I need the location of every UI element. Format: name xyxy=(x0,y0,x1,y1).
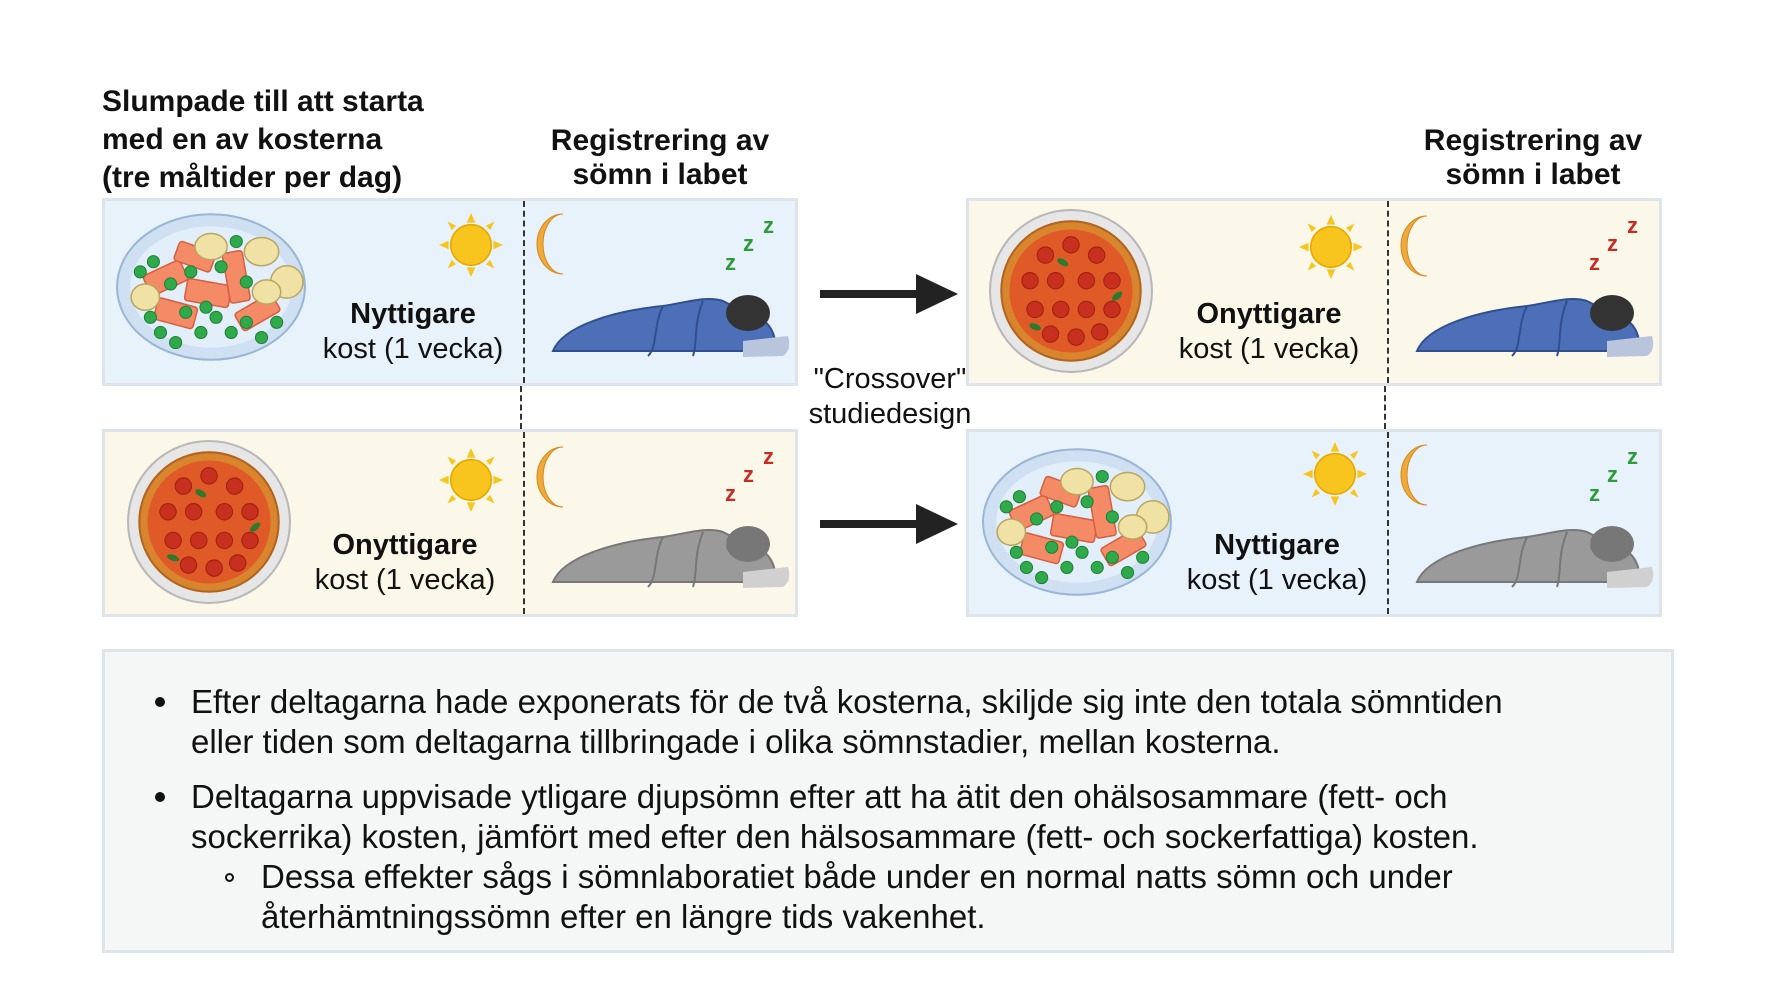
zzz-icon: z z z xyxy=(725,215,774,275)
findings-box: Efter deltagarna hade exponerats för de … xyxy=(102,649,1674,953)
finding-line: eller tiden som deltagarna tillbringade … xyxy=(191,723,1281,760)
arrow-right-icon xyxy=(820,504,958,544)
diet-label: Nyttigare kost (1 vecka) xyxy=(313,297,513,367)
heading-line: Registrering av xyxy=(1423,124,1643,157)
diet-label: Onyttigare kost (1 vecka) xyxy=(1169,297,1369,367)
pizza-icon xyxy=(989,209,1153,373)
panel-bottom-right: Nyttigare kost (1 vecka) z z z xyxy=(966,429,1662,617)
zzz-icon: z z z xyxy=(725,446,774,506)
finding-line: Deltagarna uppvisade ytligare djupsömn e… xyxy=(191,778,1448,815)
sleep-lab-heading-right: Registrering av sömn i labet xyxy=(1403,124,1663,192)
svg-text:z: z xyxy=(743,231,754,256)
diet-name: Onyttigare xyxy=(1196,298,1342,330)
diet-duration: kost (1 vecka) xyxy=(314,564,496,596)
sleeping-person-icon xyxy=(551,526,790,588)
moon-icon xyxy=(1400,444,1428,506)
salmon-plate-icon xyxy=(116,213,306,361)
finding-line: Efter deltagarna hade exponerats för de … xyxy=(191,683,1503,720)
day-night-divider xyxy=(523,201,525,383)
day-night-divider xyxy=(523,432,525,614)
day-night-divider xyxy=(1387,201,1389,383)
finding-line: Dessa effekter sågs i sömnlaboratiet båd… xyxy=(261,858,1453,895)
svg-text:z: z xyxy=(725,250,736,275)
svg-text:z: z xyxy=(1607,462,1618,487)
svg-text:z: z xyxy=(763,446,774,469)
heading-line: Registrering av xyxy=(550,124,770,157)
diet-label: Onyttigare kost (1 vecka) xyxy=(305,528,505,598)
diet-name: Nyttigare xyxy=(350,298,476,330)
svg-text:z: z xyxy=(1627,215,1638,238)
sleeping-person-icon xyxy=(1415,526,1654,588)
svg-text:z: z xyxy=(1627,446,1638,469)
arrow-right-icon xyxy=(820,274,958,314)
heading-line: med en av kosterna xyxy=(102,123,383,156)
day-night-divider xyxy=(1387,432,1389,614)
salmon-plate-icon xyxy=(982,448,1172,596)
diet-label: Nyttigare kost (1 vecka) xyxy=(1177,528,1377,598)
diet-duration: kost (1 vecka) xyxy=(1178,333,1360,365)
svg-text:z: z xyxy=(1589,250,1600,275)
right-column-divider xyxy=(1384,386,1386,429)
sleep-lab-heading-left: Registrering av sömn i labet xyxy=(530,124,790,192)
diet-name: Nyttigare xyxy=(1214,529,1340,561)
svg-text:z: z xyxy=(743,462,754,487)
pizza-icon xyxy=(127,440,291,604)
sleeping-person-icon xyxy=(1415,295,1654,357)
panel-top-right: Onyttigare kost (1 vecka) z z z xyxy=(966,198,1662,386)
sun-icon xyxy=(1303,442,1367,506)
sun-icon xyxy=(439,448,503,512)
randomization-heading: Slumpade till att starta med en av koste… xyxy=(102,83,542,197)
finding-line: sockerrika) kosten, jämfört med efter de… xyxy=(191,818,1479,855)
panel-top-left: Nyttigare kost (1 vecka) z z z xyxy=(102,198,798,386)
left-column-divider xyxy=(520,386,522,429)
svg-text:z: z xyxy=(763,215,774,238)
sleeping-person-icon xyxy=(551,295,790,357)
diet-duration: kost (1 vecka) xyxy=(322,333,504,365)
sun-icon xyxy=(439,213,503,277)
diet-name: Onyttigare xyxy=(332,529,478,561)
heading-line: (tre måltider per dag) xyxy=(102,161,403,194)
panel-bottom-left: Onyttigare kost (1 vecka) z z z xyxy=(102,429,798,617)
crossover-line: "Crossover" xyxy=(813,363,967,395)
diet-duration: kost (1 vecka) xyxy=(1186,564,1368,596)
moon-icon xyxy=(536,213,564,275)
crossover-line: studiedesign xyxy=(808,398,972,430)
sun-icon xyxy=(1299,215,1363,279)
heading-line: sömn i labet xyxy=(572,158,748,191)
zzz-icon: z z z xyxy=(1589,446,1638,506)
bullet-dot xyxy=(155,792,165,802)
finding-line: återhämtningssömn efter en längre tids v… xyxy=(261,898,986,935)
bullet-dot xyxy=(155,697,165,707)
svg-text:z: z xyxy=(1589,481,1600,506)
svg-text:z: z xyxy=(1607,231,1618,256)
crossover-label: "Crossover" studiedesign xyxy=(790,362,990,432)
svg-text:z: z xyxy=(725,481,736,506)
zzz-icon: z z z xyxy=(1589,215,1638,275)
heading-line: sömn i labet xyxy=(1445,158,1621,191)
sub-bullet-circle xyxy=(225,873,234,882)
heading-line: Slumpade till att starta xyxy=(102,85,424,118)
